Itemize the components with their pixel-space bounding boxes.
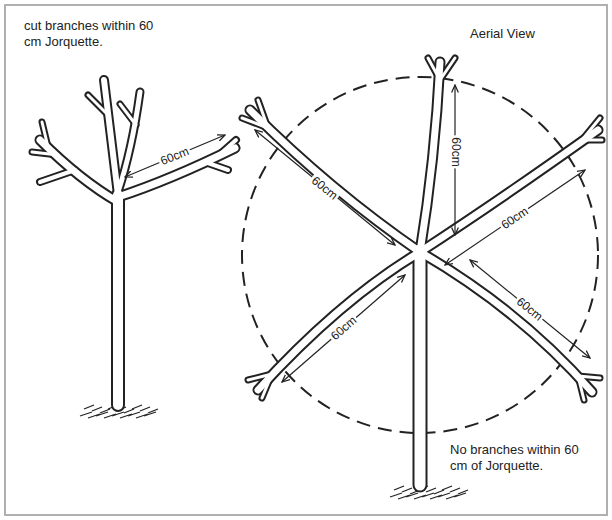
dimension-label: 60cm (497, 203, 532, 233)
branch-fill (420, 252, 592, 392)
branch-fill (420, 62, 440, 252)
instruction-note: No branches within 60 cm of Jorquette. (450, 442, 590, 474)
ground-stroke (450, 488, 460, 492)
ground-shading (80, 405, 468, 499)
branch-fill (415, 250, 426, 485)
branch-fill (218, 140, 236, 156)
dimension-arrow (125, 135, 225, 177)
branch-outline (250, 110, 420, 252)
ground-stroke (442, 486, 452, 490)
ground-stroke (422, 493, 434, 497)
branch-fill (420, 130, 598, 252)
branch-outline (40, 170, 75, 182)
branch-fill (578, 376, 600, 378)
ground-stroke (96, 412, 108, 416)
branch-outline (104, 80, 118, 195)
branch-outline (420, 62, 440, 252)
branch-outline (258, 252, 420, 390)
ground-stroke (426, 488, 436, 492)
ground-stroke (80, 412, 92, 416)
tree-outline (32, 58, 602, 485)
branch-outline (120, 104, 136, 125)
ground-stroke (124, 409, 134, 413)
ground-stroke (406, 493, 418, 497)
branch-fill (258, 100, 268, 128)
branch-fill (205, 162, 228, 170)
ground-stroke (92, 407, 102, 411)
branch-outline (420, 252, 592, 392)
branch-fill (32, 152, 58, 155)
branch-fill (578, 376, 584, 400)
branch-fill (40, 170, 75, 182)
ground-stroke (132, 405, 142, 409)
ground-stroke (402, 488, 412, 492)
ground-stroke (454, 493, 466, 497)
branch-fill (40, 140, 118, 202)
branch-outline (118, 92, 140, 192)
ground-stroke (112, 412, 124, 416)
dimension-arrow (445, 170, 585, 265)
view-title: Aerial View (470, 26, 535, 42)
branch-outline (420, 130, 598, 252)
branch-fill (42, 122, 48, 147)
branch-fill (113, 195, 123, 405)
branch-fill (582, 118, 600, 140)
dimension-arrows (125, 85, 590, 382)
branch-outline (205, 162, 228, 170)
branch-fill (440, 58, 455, 80)
ground-stroke (144, 412, 156, 416)
branch-fill (104, 80, 118, 195)
branch-fill (258, 252, 420, 390)
branch-fill (262, 374, 272, 398)
branch-outline (40, 140, 118, 202)
ground-stroke (84, 405, 94, 409)
branch-fill (250, 110, 420, 252)
dimension-arrow (282, 275, 405, 382)
branch-fill (582, 139, 602, 142)
branch-fill (88, 95, 108, 115)
ground-stroke (390, 493, 402, 497)
branch-outline (578, 376, 600, 378)
branch-fill (118, 92, 140, 192)
instruction-note: cut branches within 60 cm Jorquette. (24, 18, 159, 50)
branch-outline (413, 250, 428, 485)
dimension-label: 60cm (449, 135, 463, 168)
ground-stroke (140, 407, 150, 411)
ground-stroke (394, 486, 404, 490)
ground-stroke (128, 412, 140, 416)
dimension-arrow (255, 130, 395, 245)
ground-stroke (438, 493, 450, 497)
tree-fill (32, 58, 602, 485)
dimension-arrow (470, 260, 590, 358)
branch-outline (111, 195, 125, 405)
branch-fill (428, 58, 440, 80)
ground-stroke (434, 490, 444, 494)
branch-fill (120, 104, 136, 125)
frame (5, 5, 607, 515)
